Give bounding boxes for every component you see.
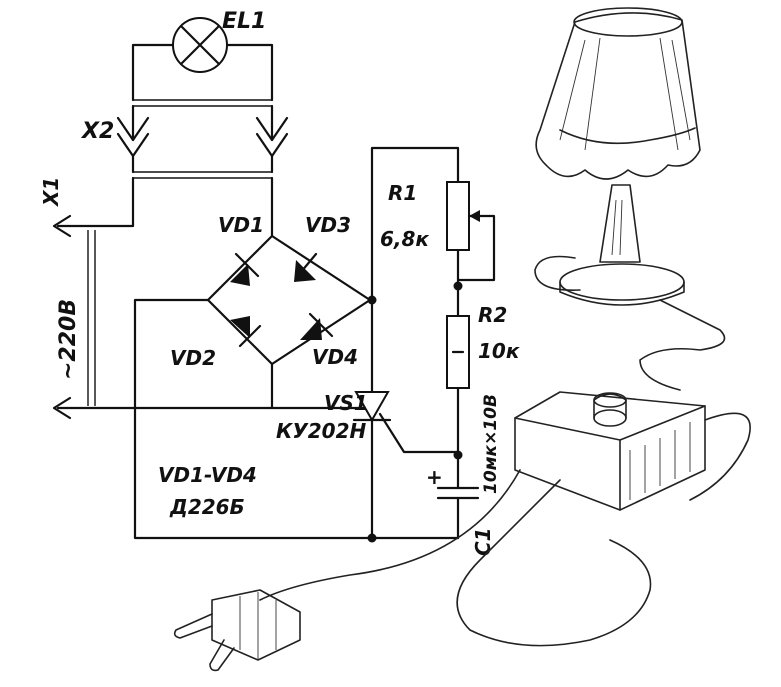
vs1-part: КУ202Н <box>276 419 367 443</box>
vd2-label: VD2 <box>170 346 216 370</box>
connector-x1 <box>52 176 377 420</box>
mains-plug-illustration <box>173 589 301 672</box>
r1-value: 6,8к <box>380 227 429 251</box>
top-rail <box>370 146 460 302</box>
vd2-diode-symbol <box>230 316 250 338</box>
thyristor-vs1 <box>352 298 460 540</box>
vd3-label: VD3 <box>305 213 351 237</box>
c1-label: C1 <box>471 527 495 556</box>
vs1-label: VS1 <box>324 391 368 415</box>
bottom-rail <box>133 406 460 540</box>
junction-bottom <box>367 533 377 543</box>
vd4-diode-symbol <box>300 318 322 340</box>
c1-value: 10мк×10В <box>481 394 501 494</box>
diodes-range-label: VD1-VD4 <box>158 463 257 487</box>
vd4-label: VD4 <box>312 345 358 369</box>
voltage-label: ~220В <box>56 299 81 380</box>
diodes-part-label: Д226Б <box>169 495 245 519</box>
lamp-lead-right <box>225 43 274 102</box>
vd1-diode-symbol <box>230 264 250 286</box>
r2-value: 10к <box>478 339 520 363</box>
dimmer-box-illustration <box>259 391 751 647</box>
table-lamp-illustration <box>534 7 726 391</box>
capacitor-c1 <box>436 453 480 540</box>
r1-label: R1 <box>388 181 417 205</box>
junction-r1-wiper <box>453 281 463 291</box>
diode-bridge <box>133 176 372 410</box>
connector-x2 <box>116 99 289 179</box>
c1-plus: + <box>426 465 443 489</box>
vd3-diode-symbol <box>294 260 316 282</box>
lamp-lead-left <box>131 43 175 102</box>
lamp-el1 <box>172 17 228 73</box>
x1-label: X1 <box>39 177 63 208</box>
lamp-label: EL1 <box>222 9 266 34</box>
resistor-r1 <box>446 181 496 282</box>
r2-label: R2 <box>478 303 507 327</box>
x2-label: X2 <box>80 119 114 144</box>
resistor-r2 <box>446 315 470 389</box>
vd1-label: VD1 <box>218 213 264 237</box>
